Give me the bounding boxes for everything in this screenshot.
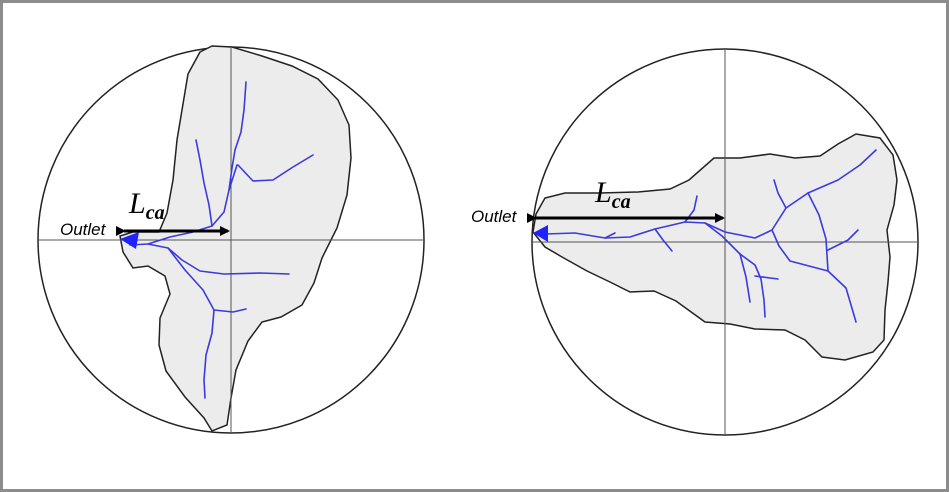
left-basin-outline: [119, 45, 352, 432]
left-tributary-6: [213, 308, 247, 313]
left-tributary-3: [237, 154, 314, 182]
right-outlet-label: Outlet: [471, 207, 518, 226]
right-length-label: Lca: [594, 176, 631, 213]
right-tributary-7: [771, 229, 857, 323]
left-tributary-2: [228, 164, 238, 191]
right-main-stream: [544, 149, 877, 239]
left-panel: Outlet Lca: [37, 45, 425, 434]
right-length-subscript: ca: [612, 191, 631, 213]
right-panel: Outlet Lca: [471, 48, 919, 436]
right-stream-network: [544, 149, 877, 323]
right-basin-outline: [532, 133, 898, 361]
right-tributary-6: [754, 275, 779, 280]
left-main-stream: [129, 81, 247, 246]
left-length-symbol: L: [128, 187, 146, 220]
right-tributary-1: [604, 232, 616, 239]
left-stream-network: [129, 81, 314, 399]
left-length-subscript: ca: [146, 202, 165, 224]
right-tributary-10: [827, 229, 859, 251]
left-length-label: Lca: [128, 187, 165, 224]
right-tributary-5: [739, 253, 766, 318]
left-outlet-label: Outlet: [60, 220, 107, 239]
left-tributary-1: [195, 139, 213, 227]
right-tributary-2: [654, 228, 673, 252]
right-tributary-9: [807, 192, 829, 272]
right-outlet-marker: [533, 225, 548, 242]
right-tributary-8: [773, 179, 787, 209]
left-tributary-5: [167, 247, 215, 399]
right-length-symbol: L: [594, 176, 612, 209]
left-outlet-marker: [120, 232, 139, 249]
